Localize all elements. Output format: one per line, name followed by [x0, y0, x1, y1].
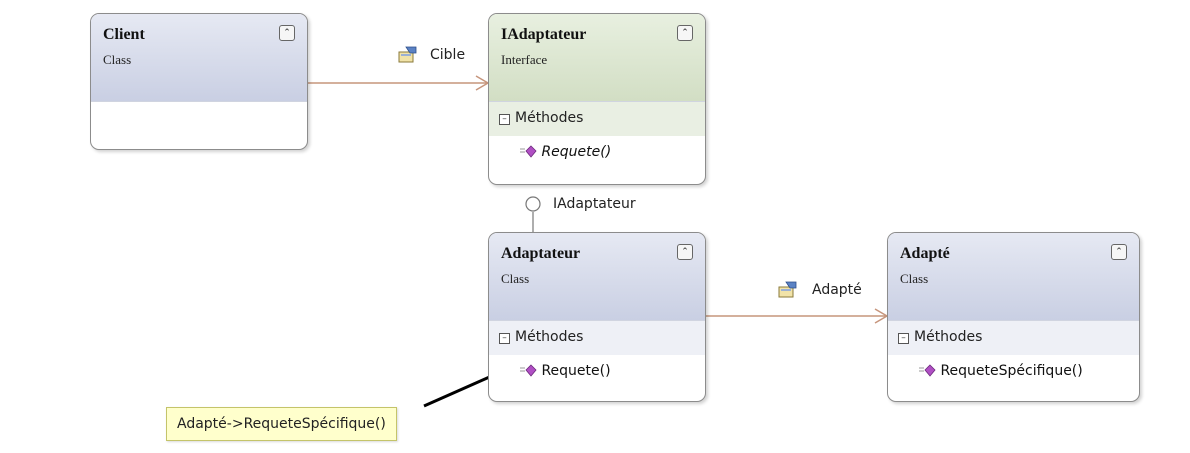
- lollipop-circle: [525, 196, 541, 212]
- method-item[interactable]: Requete(): [519, 144, 611, 160]
- collapse-minus-icon[interactable]: –: [499, 114, 510, 125]
- class-client-name: Client: [103, 26, 145, 43]
- interface-iadaptateur[interactable]: IAdaptateur Interface ⌃ – Méthodes Reque…: [488, 13, 706, 185]
- lollipop-interface-label: IAdaptateur: [553, 196, 636, 212]
- method-item[interactable]: Requete(): [519, 363, 611, 379]
- property-icon: [398, 46, 417, 63]
- association-cible-label: Cible: [430, 47, 466, 63]
- class-adapte[interactable]: Adapté Class ⌃ – Méthodes RequeteSpécifi…: [887, 232, 1140, 402]
- methods-section-label: Méthodes: [515, 329, 584, 345]
- collapse-minus-icon[interactable]: –: [898, 333, 909, 344]
- class-adaptateur-kind: Class: [501, 271, 530, 286]
- class-adapte-name: Adapté: [900, 245, 950, 262]
- comment-note[interactable]: Adapté->RequeteSpécifique(): [166, 407, 397, 441]
- class-adapte-header: [888, 233, 1139, 321]
- method-icon: [520, 364, 537, 377]
- class-adaptateur-header: [489, 233, 705, 321]
- class-adapte-kind: Class: [900, 271, 929, 286]
- class-adaptateur[interactable]: Adaptateur Class ⌃ – Méthodes Requete(): [488, 232, 706, 402]
- method-name: Requete(): [541, 144, 612, 160]
- methods-section-header[interactable]: – Méthodes: [489, 102, 705, 136]
- collapse-toggle-icon[interactable]: ⌃: [677, 244, 693, 260]
- class-client-kind: Class: [103, 52, 132, 67]
- class-client[interactable]: Client Class ⌃: [90, 13, 308, 150]
- collapse-toggle-icon[interactable]: ⌃: [677, 25, 693, 41]
- method-icon: [919, 364, 936, 377]
- property-icon: [778, 281, 797, 298]
- method-name: RequeteSpécifique(): [940, 363, 1083, 379]
- class-client-header: [91, 14, 307, 102]
- methods-section-label: Méthodes: [914, 329, 983, 345]
- methods-section-header[interactable]: – Méthodes: [489, 321, 705, 355]
- methods-section-label: Méthodes: [515, 110, 584, 126]
- interface-iadaptateur-header: [489, 14, 705, 102]
- collapse-toggle-icon[interactable]: ⌃: [1111, 244, 1127, 260]
- class-adaptateur-name: Adaptateur: [501, 245, 581, 262]
- method-item[interactable]: RequeteSpécifique(): [918, 363, 1083, 379]
- methods-section-header[interactable]: – Méthodes: [888, 321, 1139, 355]
- interface-iadaptateur-name: IAdaptateur: [501, 26, 587, 43]
- method-icon: [520, 145, 537, 158]
- method-name: Requete(): [541, 363, 611, 379]
- collapse-minus-icon[interactable]: –: [499, 333, 510, 344]
- association-adapte-label: Adapté: [812, 282, 862, 298]
- collapse-toggle-icon[interactable]: ⌃: [279, 25, 295, 41]
- interface-iadaptateur-kind: Interface: [501, 52, 548, 67]
